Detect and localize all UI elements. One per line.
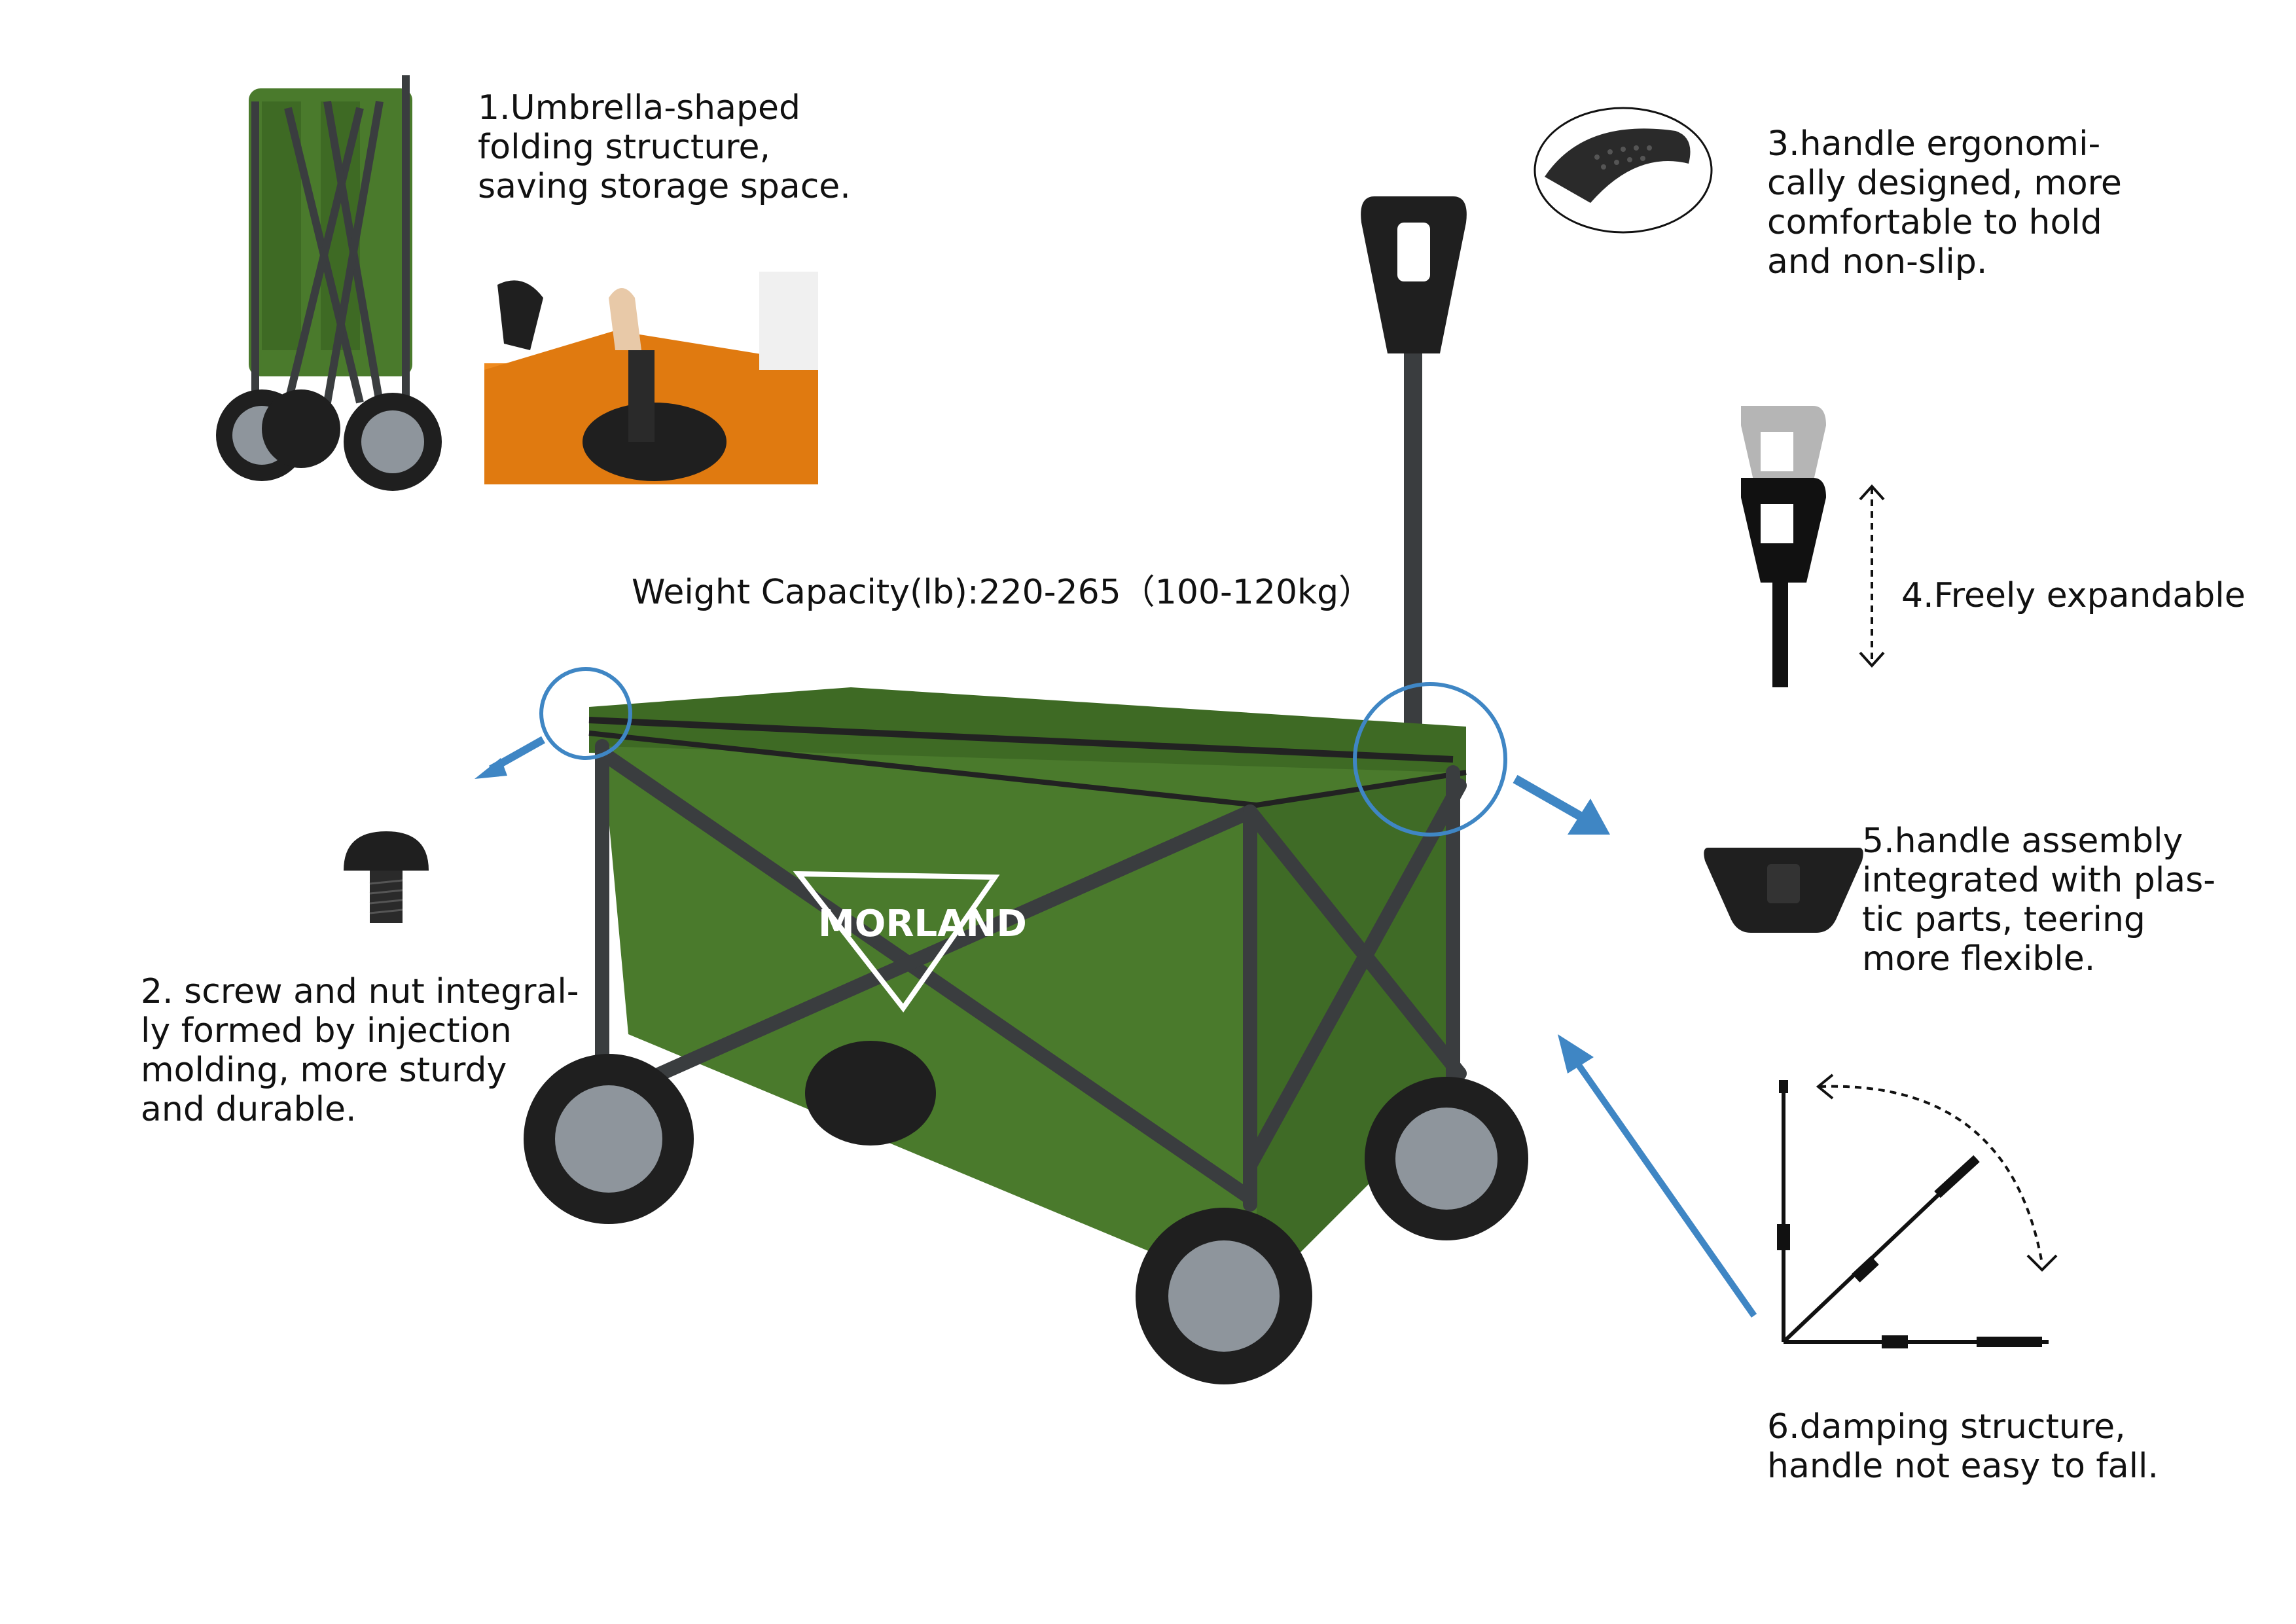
wheel-back-right	[1365, 1077, 1528, 1240]
feature-1-line-1: 1.Umbrella-shaped	[478, 88, 801, 128]
feature-3-text: 3.handle ergonomi- cally designed, more …	[1767, 124, 2122, 281]
feature-3-line-3: comfortable to hold	[1767, 203, 2102, 242]
feature-5-text: 5.handle assembly integrated with plas- …	[1862, 821, 2215, 979]
brand-logo-text: MORLAND	[818, 903, 1027, 945]
feature-6-line-2: handle not easy to fall.	[1767, 1447, 2159, 1486]
expand-arrow-icon	[1859, 484, 1885, 668]
feature-2-text: 2. screw and nut integral- ly formed by …	[141, 972, 579, 1129]
feature-4-text: 4.Freely expandable	[1901, 576, 2246, 615]
feature-1-line-2: folding structure,	[478, 128, 771, 167]
hinge-plastic-part-icon	[1704, 848, 1863, 933]
feature-3-line-1: 3.handle ergonomi-	[1767, 124, 2101, 164]
callout-circle-corner	[539, 667, 632, 760]
extendable-handle-icon	[1741, 406, 1826, 687]
handle-grip-closeup-icon	[1534, 107, 1713, 234]
feature-5-line-3: tic parts, teering	[1862, 900, 2145, 939]
wheel-front-left	[524, 1054, 694, 1224]
feature-1-text: 1.Umbrella-shaped folding structure, sav…	[478, 88, 851, 206]
feature-5-line-4: more flexible.	[1862, 939, 2096, 979]
wagon-main-photo: MORLAND	[524, 196, 1528, 1384]
feature-6-text: 6.damping structure, handle not easy to …	[1767, 1407, 2159, 1486]
feature-6-line-1: 6.damping structure,	[1767, 1407, 2126, 1447]
screw-knob-icon	[344, 831, 429, 923]
feature-2-line-1: 2. screw and nut integral-	[141, 972, 579, 1011]
feature-5-line-2: integrated with plas-	[1862, 861, 2215, 900]
arrow-to-screw-icon	[475, 736, 545, 779]
feature-2-line-2: ly formed by injection	[141, 1011, 512, 1051]
callout-circle-hinge	[1353, 682, 1507, 837]
brand-logo	[793, 871, 1000, 1013]
wheel-back-left	[805, 1041, 936, 1146]
feature-2-line-4: and durable.	[141, 1090, 357, 1129]
feature-3-line-2: cally designed, more	[1767, 164, 2122, 203]
feature-4-line-1: 4.Freely expandable	[1901, 576, 2246, 615]
feature-5-line-1: 5.handle assembly	[1862, 821, 2183, 861]
arrow-to-damping-icon	[1558, 1034, 1757, 1318]
folded-wagon-photo	[216, 75, 442, 491]
weight-capacity-label: Weight Capacity(lb):220-265（100-120kg）	[632, 573, 1373, 612]
feature-1-line-3: saving storage space.	[478, 167, 851, 206]
feature-3-line-4: and non-slip.	[1767, 242, 1988, 281]
feature-2-line-3: molding, more sturdy	[141, 1051, 507, 1090]
wheel-front-right	[1136, 1208, 1312, 1384]
damping-angle-diagram-icon	[1777, 1074, 2058, 1348]
orange-interior-photo	[484, 272, 818, 484]
arrow-to-hinge-icon	[1513, 774, 1610, 835]
